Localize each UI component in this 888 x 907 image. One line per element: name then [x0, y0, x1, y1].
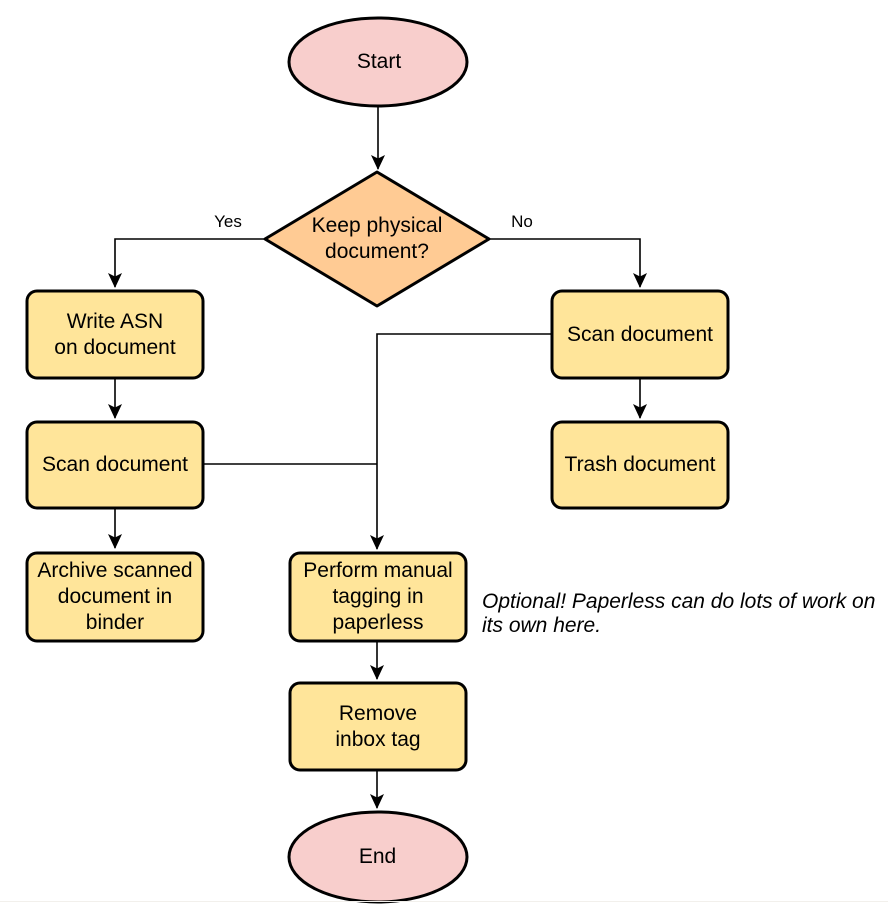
edge-decision-no-to-scan-right — [490, 238, 647, 288]
decision-node-label: Keep physical document? — [311, 214, 443, 263]
remove-inbox-process-shape — [288, 681, 468, 772]
trash-node-label: Trash document — [564, 453, 716, 476]
yes-edge-label: Yes — [214, 212, 242, 231]
optional-annotation-note: Optional! Paperless can do lots of work … — [482, 590, 876, 637]
edge-decision-yes-to-write-asn — [108, 238, 266, 288]
end-terminal-shape — [287, 810, 469, 904]
scan-left-process-shape — [25, 420, 205, 510]
scan-left-node-label: Scan document — [42, 453, 188, 476]
no-edge-label: No — [511, 212, 533, 231]
scan-right-node-label: Scan document — [567, 322, 713, 346]
decision-diamond-shape — [263, 170, 491, 308]
archive-process-shape — [25, 551, 205, 643]
tagging-process-shape — [288, 551, 468, 643]
archive-node-label: Archive scanned document in binder — [37, 559, 193, 634]
write-asn-process-shape — [25, 289, 205, 380]
scan-right-process-shape — [550, 289, 730, 380]
start-node-label: Start — [356, 50, 402, 73]
end-node-label: End — [358, 845, 397, 868]
trash-process-shape — [550, 420, 730, 510]
tagging-node-label: Perform manual tagging in paperless — [303, 559, 453, 634]
start-terminal-shape — [287, 16, 469, 108]
edge-scan-right-to-tagging — [370, 333, 552, 550]
remove-inbox-node-label: Remove inbox tag — [335, 701, 421, 751]
bottom-hairline — [0, 901, 888, 902]
write-asn-node-label: Write ASN on document — [54, 309, 176, 359]
